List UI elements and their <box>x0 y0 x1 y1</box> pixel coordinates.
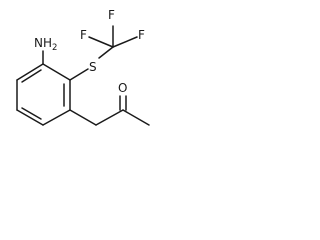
amine-hydrogen-count: 2 <box>52 43 57 53</box>
sulfur-label: S <box>89 60 97 74</box>
ring-bond-c3-c4 <box>16 109 44 126</box>
fluorine-top-label: F <box>108 8 115 22</box>
ring-double-bond-inner-3 <box>21 69 42 83</box>
bond-carbonyl-to-methyl <box>122 109 150 126</box>
ring-bond-c5-c6 <box>16 63 44 81</box>
chemical-structure: NH2 S F F F O <box>16 8 150 126</box>
amine-nitrogen-symbol: N <box>34 36 43 50</box>
amine-hydrogen-symbol: H <box>43 36 52 50</box>
fluorine-right-label: F <box>138 28 145 42</box>
bond-carbon-to-fluorine-right <box>112 36 138 48</box>
bond-ring-to-sulfur <box>69 68 89 81</box>
ring-bond-c6-c1 <box>42 63 71 81</box>
bond-methylene-to-carbonyl <box>95 109 124 126</box>
bond-carbon-to-fluorine-left <box>88 36 114 48</box>
amine-label: NH2 <box>34 36 57 53</box>
ring-double-bond-inner-2 <box>21 107 42 120</box>
benzene-ring <box>16 63 71 126</box>
fluorine-left-label: F <box>80 28 87 42</box>
bond-ring-to-methylene <box>69 109 97 126</box>
carbonyl-oxygen-label: O <box>118 81 127 95</box>
bond-sulfur-to-cf3-carbon <box>98 46 114 59</box>
ring-bond-c2-c3 <box>42 109 71 126</box>
